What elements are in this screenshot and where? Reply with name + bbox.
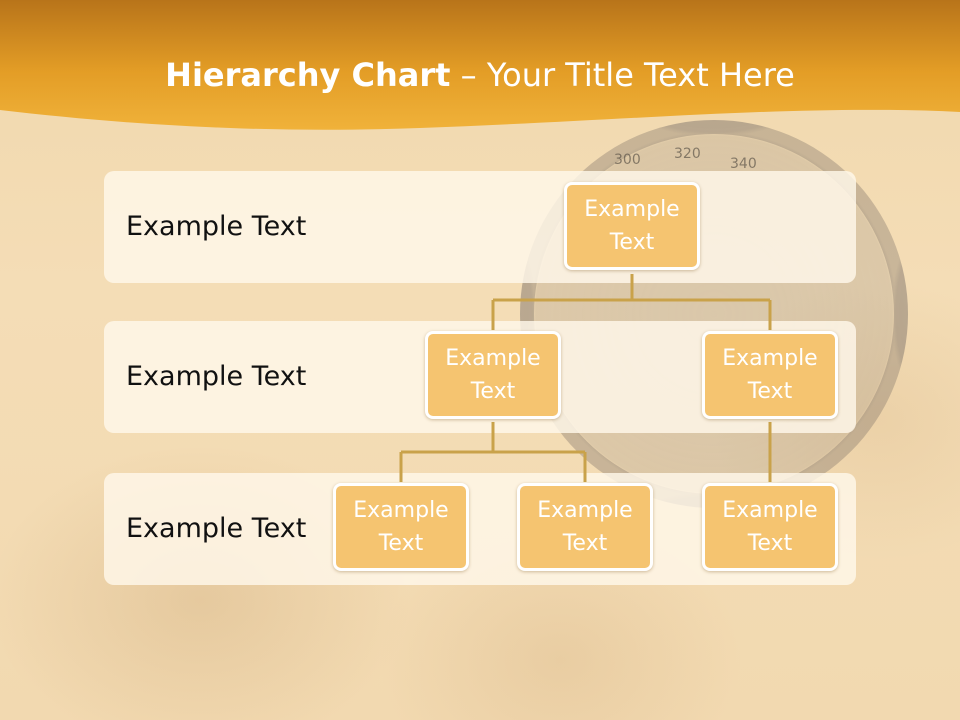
- level-band-1: Example Text: [104, 171, 856, 283]
- level-label-2: Example Text: [126, 361, 307, 392]
- org-node-level3-a: Example Text: [333, 483, 469, 571]
- compass-number: 300: [614, 152, 641, 168]
- slide-title: Hierarchy Chart – Your Title Text Here: [0, 56, 960, 94]
- org-node-level2-right: Example Text: [702, 331, 838, 419]
- org-node-level3-b: Example Text: [517, 483, 653, 571]
- compass-number: 320: [674, 146, 701, 162]
- org-node-root: Example Text: [564, 182, 700, 270]
- compass-number: 340: [730, 156, 757, 172]
- connector-root-to-level2: [491, 274, 772, 330]
- title-banner: [0, 0, 960, 130]
- org-node-level3-c: Example Text: [702, 483, 838, 571]
- title-bold: Hierarchy Chart: [165, 56, 451, 94]
- title-rest: – Your Title Text Here: [450, 56, 795, 94]
- level-label-1: Example Text: [126, 211, 307, 242]
- level-label-3: Example Text: [126, 513, 307, 544]
- org-node-level2-left: Example Text: [425, 331, 561, 419]
- connector-left-to-level3: [399, 422, 587, 482]
